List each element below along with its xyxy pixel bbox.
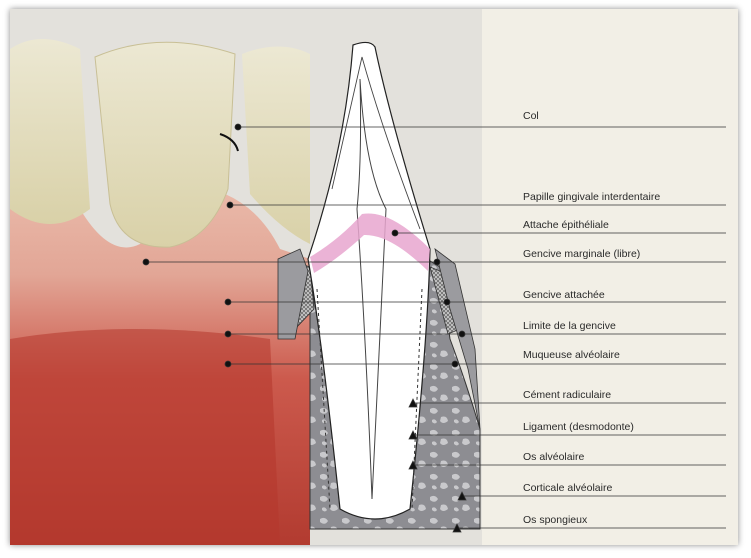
- label-os-alveolaire: Os alvéolaire: [523, 451, 585, 463]
- right-tooth-crown: [242, 46, 310, 244]
- leader-lines: [142, 123, 726, 533]
- gingiva-outline-right: [434, 248, 481, 430]
- gingiva-outline: [277, 248, 309, 340]
- col-arrow-icon: [219, 133, 239, 152]
- left-tooth-crown: [10, 39, 90, 224]
- alveolar-mucosa-shade: [10, 329, 280, 545]
- periodontal-ligament: [316, 288, 423, 510]
- tooth-anatomy-illustration: [10, 9, 738, 545]
- text-page: [482, 9, 738, 545]
- label-attache-epitheliale: Attache épithéliale: [523, 219, 609, 231]
- central-tooth-crown: [94, 41, 236, 248]
- label-muqueuse-alveolaire: Muqueuse alvéolaire: [523, 349, 620, 361]
- label-col: Col: [523, 110, 539, 122]
- label-corticale-alveolaire: Corticale alvéolaire: [523, 482, 613, 494]
- diagram-enamel-line: [331, 56, 421, 230]
- label-gencive-marginale: Gencive marginale (libre): [523, 248, 641, 260]
- diagram-pulp: [356, 78, 387, 500]
- epithelial-attachment: [310, 213, 430, 273]
- label-papille: Papille gingivale interdentaire: [523, 191, 661, 203]
- label-os-spongieux: Os spongieux: [523, 514, 588, 526]
- label-gencive-attachee: Gencive attachée: [523, 289, 605, 301]
- illustration-frame: Col Papille gingivale interdentaire Atta…: [10, 9, 738, 545]
- label-limite-gencive: Limite de la gencive: [523, 320, 616, 332]
- label-cement-radiculaire: Cément radiculaire: [523, 389, 612, 401]
- label-ligament: Ligament (desmodonte): [523, 421, 634, 433]
